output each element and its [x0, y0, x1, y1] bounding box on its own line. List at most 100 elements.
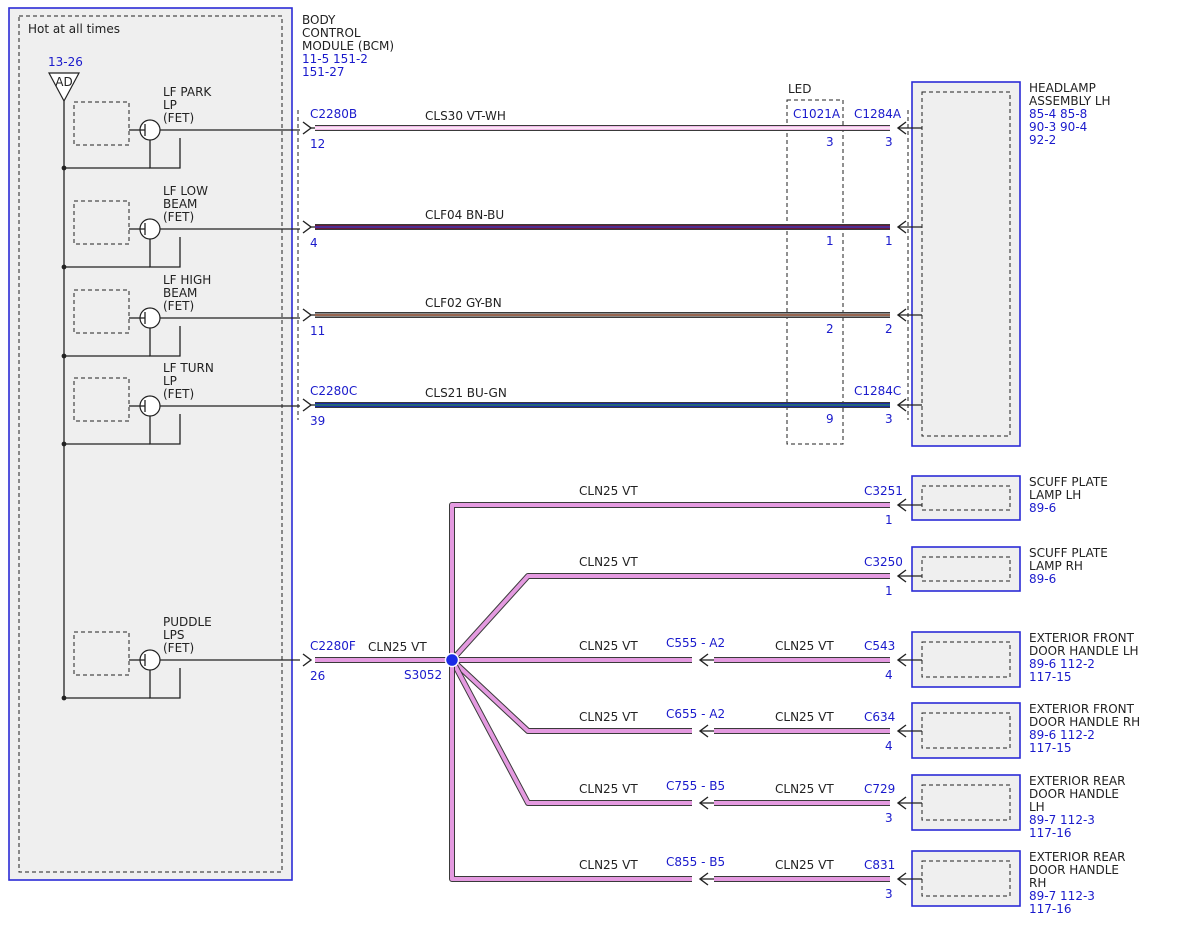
fet-feedback-line — [149, 138, 181, 169]
branch-wire — [450, 503, 890, 660]
load-label: DOOR HANDLE RH — [1029, 715, 1140, 729]
bcm-pin: 26 — [310, 669, 325, 683]
load-pin: 4 — [885, 739, 893, 753]
load-page-refs: 89-6 — [1029, 572, 1056, 586]
fet-label: LPS — [163, 628, 185, 642]
inline-connector-id: C1021A — [793, 107, 841, 121]
fet-label: LP — [163, 98, 177, 112]
load-pin: 3 — [885, 887, 893, 901]
load-connector-id: C3250 — [864, 555, 903, 569]
load-box — [911, 850, 1021, 907]
load-inner — [921, 860, 1011, 897]
load-page-refs: 117-16 — [1029, 826, 1072, 840]
lamp-pin: 3 — [885, 412, 893, 426]
load-connector-id: C831 — [864, 858, 895, 872]
inline-connector-id: C855 - B5 — [666, 855, 725, 869]
load-page-refs: 117-15 — [1029, 741, 1072, 755]
fet-label: LF HIGH — [163, 273, 211, 287]
headlamp-page-refs: 90-3 90-4 — [1029, 120, 1087, 134]
bcm-connector-arrow-icon — [302, 121, 313, 135]
inline-connector-arrow-icon — [698, 653, 709, 667]
headlamp-label: HEADLAMP — [1029, 81, 1096, 95]
bcm-pin: 11 — [310, 324, 325, 338]
bcm-connector-arrow-icon — [302, 398, 313, 412]
circuit-label: CLN25 VT — [775, 710, 834, 724]
load-pin: 3 — [885, 811, 893, 825]
load-page-refs: 89-7 112-3 — [1029, 889, 1095, 903]
bcm-title: MODULE (BCM) — [302, 39, 394, 53]
circuit-label: CLN25 VT — [579, 710, 638, 724]
fet-label: (FET) — [163, 299, 194, 313]
load-label: EXTERIOR FRONT — [1029, 702, 1135, 716]
load-page-refs: 89-6 112-2 — [1029, 657, 1095, 671]
inline-pin: 9 — [826, 412, 834, 426]
fet-label: (FET) — [163, 210, 194, 224]
bcm-connector-id: C2280C — [310, 384, 357, 398]
headlamp-label: ASSEMBLY LH — [1029, 94, 1111, 108]
load-inner — [921, 556, 1011, 582]
circuit-label: CLF02 GY-BN — [425, 296, 502, 310]
bus-junction-dot — [61, 165, 67, 171]
circuit-label: CLN25 VT — [579, 782, 638, 796]
load-label: LH — [1029, 800, 1045, 814]
bus-junction-dot — [61, 441, 67, 447]
load-inner — [921, 641, 1011, 678]
circuit-label: CLF04 BN-BU — [425, 208, 504, 222]
splice-id: S3052 — [404, 668, 442, 682]
lamp-connector-id: C1284C — [854, 384, 901, 398]
bcm-connector-arrow-icon — [302, 308, 313, 322]
fuse-triangle-icon — [47, 72, 81, 103]
bcm-page-refs: 11-5 151-2 — [302, 52, 368, 66]
circuit-label: CLN25 VT — [579, 639, 638, 653]
fuse-label: AD — [55, 75, 72, 89]
load-box — [911, 631, 1021, 688]
circuit-label: CLN25 VT — [579, 858, 638, 872]
lamp-pin: 1 — [885, 234, 893, 248]
inline-pin: 1 — [826, 234, 834, 248]
bcm-connector-arrow-icon — [302, 220, 313, 234]
bcm-pin: 12 — [310, 137, 325, 151]
bcm-pin: 39 — [310, 414, 325, 428]
bcm-title: CONTROL — [302, 26, 361, 40]
headlamp-assembly-box — [911, 81, 1021, 447]
load-box — [911, 702, 1021, 759]
inline-connector-arrow-icon — [698, 796, 709, 810]
lamp-connector-id: C1284A — [854, 107, 902, 121]
load-page-refs: 117-15 — [1029, 670, 1072, 684]
bcm-connector-id: C2280F — [310, 639, 356, 653]
led-box — [786, 99, 844, 445]
circuit-label: CLS30 VT-WH — [425, 109, 506, 123]
circuit-label: CLN25 VT — [368, 640, 427, 654]
load-pin: 1 — [885, 513, 893, 527]
load-inner — [921, 784, 1011, 821]
fet-feedback-line — [149, 237, 181, 268]
load-page-refs: 117-16 — [1029, 902, 1072, 916]
circuit-label: CLN25 VT — [775, 858, 834, 872]
load-box — [911, 475, 1021, 521]
fet-label: (FET) — [163, 641, 194, 655]
fet-label: PUDDLE — [163, 615, 212, 629]
fet-label: LP — [163, 374, 177, 388]
fet-label: (FET) — [163, 111, 194, 125]
bus-junction-dot — [61, 695, 67, 701]
load-inner — [921, 712, 1011, 749]
load-connector-id: C634 — [864, 710, 895, 724]
circuit-label: CLN25 VT — [579, 484, 638, 498]
circuit-label: CLN25 VT — [775, 782, 834, 796]
inline-connector-arrow-icon — [698, 872, 709, 886]
load-connector-id: C543 — [864, 639, 895, 653]
fet-feedback-line — [149, 668, 181, 699]
load-label: EXTERIOR REAR — [1029, 774, 1125, 788]
load-inner — [921, 485, 1011, 511]
load-label: RH — [1029, 876, 1046, 890]
load-page-refs: 89-7 112-3 — [1029, 813, 1095, 827]
bus-junction-dot — [61, 264, 67, 270]
bcm-connector-arrow-icon — [302, 653, 313, 667]
fuse-ref: 13-26 — [48, 55, 83, 69]
branch-wire-outline — [449, 660, 890, 882]
load-label: LAMP RH — [1029, 559, 1083, 573]
lamp-pin: 3 — [885, 135, 893, 149]
inline-connector-id: C655 - A2 — [666, 707, 725, 721]
fet-feedback-line — [149, 414, 181, 445]
